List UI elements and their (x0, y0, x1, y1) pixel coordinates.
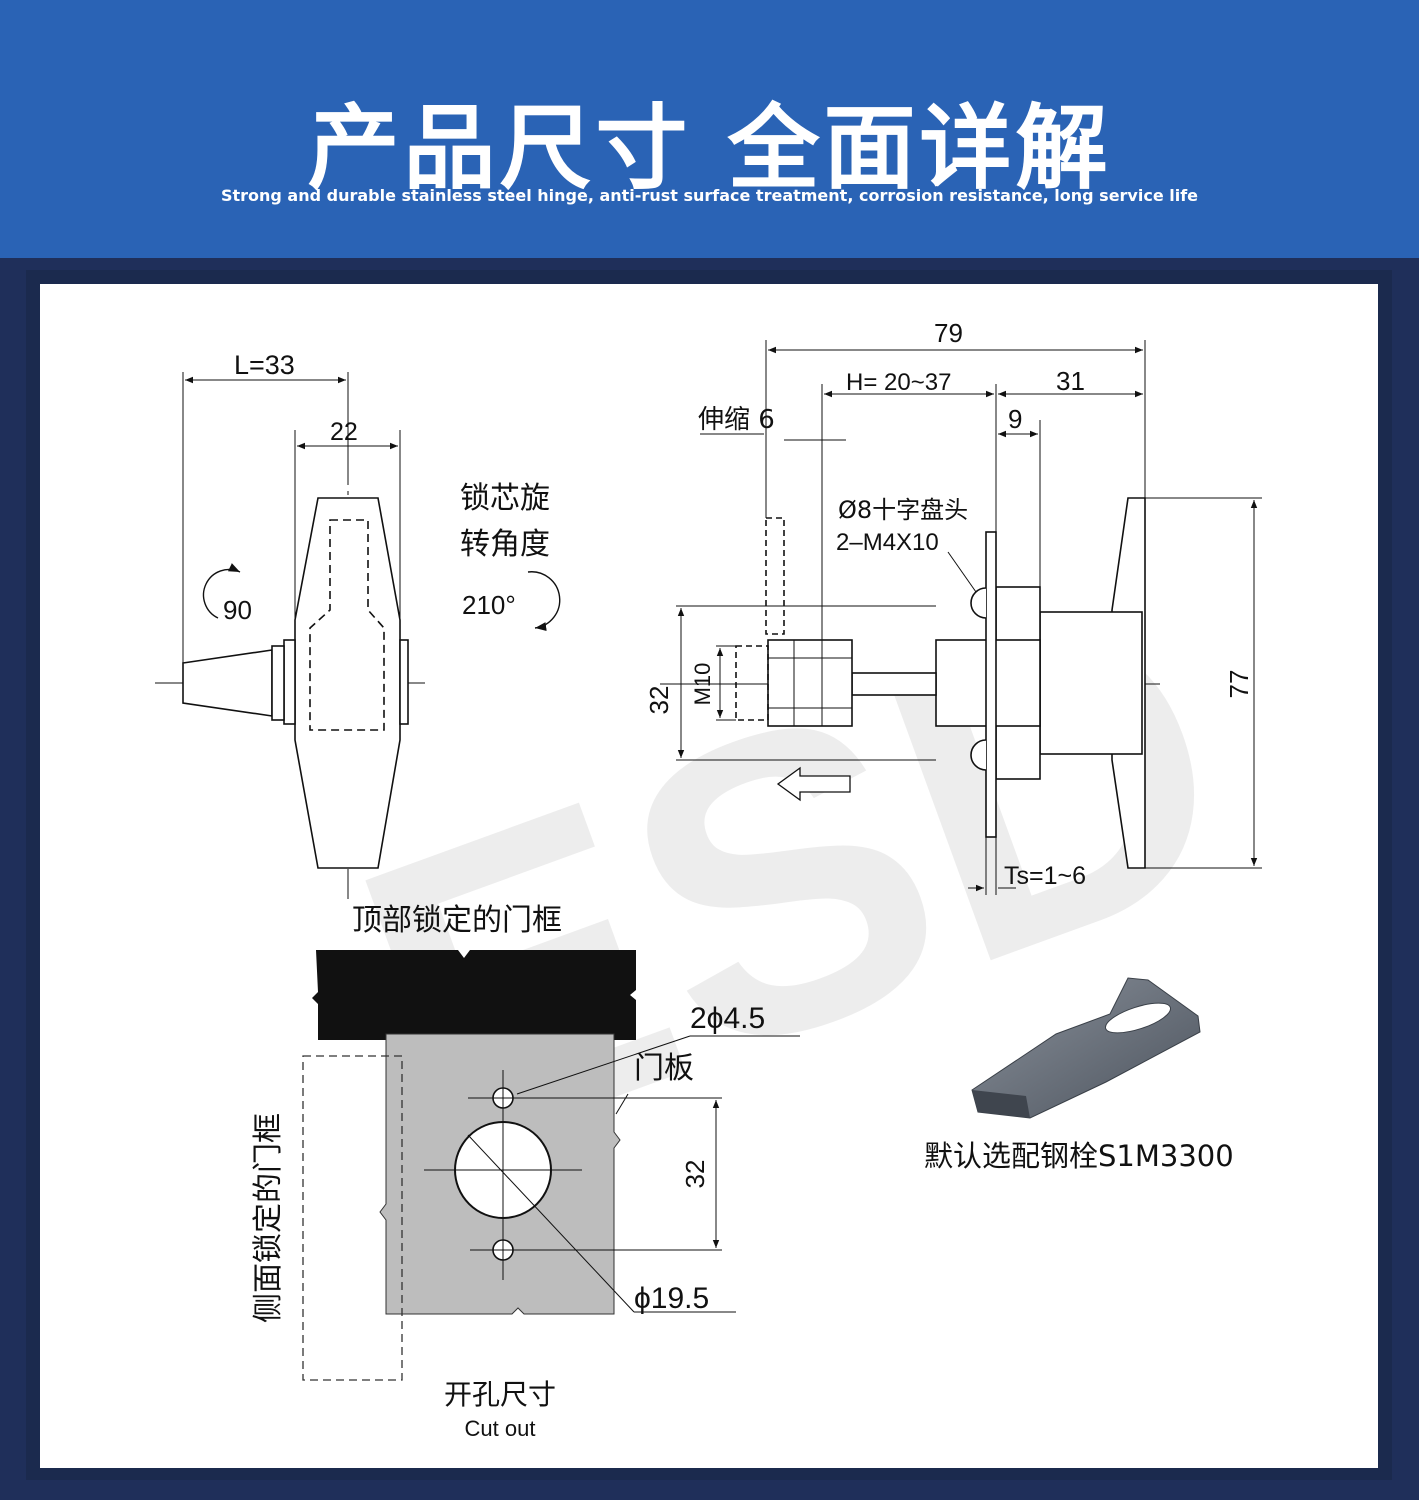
rotation-note-line1: 锁芯旋 (460, 481, 550, 516)
rotation-210-arrow (527, 571, 561, 632)
dim-32-cutout-label: 32 (680, 1160, 710, 1189)
dim-32-side-label: 32 (644, 686, 674, 715)
front-view (155, 372, 425, 900)
dim-77-label: 77 (1224, 670, 1254, 699)
dim-width-label: 22 (330, 418, 358, 446)
diameter-label: ϕ19.5 (634, 1282, 709, 1315)
dim-length-label: L=33 (234, 350, 295, 380)
steel-latch-illustration (971, 977, 1201, 1119)
dimension-diagram: ESD (155, 318, 1280, 1441)
thickness-label: Ts=1~6 (1004, 862, 1086, 890)
header-banner: 产品尺寸 全面详解 Strong and durable stainless s… (0, 0, 1419, 258)
rotation-210-label: 210° (462, 590, 516, 620)
cutout-title-en: Cut out (465, 1416, 536, 1441)
dim-31-label: 31 (1056, 366, 1085, 396)
thread-label: M10 (690, 663, 715, 706)
accessory-label: 默认选配钢栓S1M3300 (924, 1139, 1234, 1173)
side-view (660, 340, 1262, 895)
top-door-frame (312, 950, 636, 1040)
screw-spec-line1: Ø8十字盘头 (838, 496, 968, 524)
screw-spec-line2: 2–M4X10 (836, 529, 939, 556)
side-door-frame (302, 1055, 403, 1381)
rotation-note-line2: 转角度 (460, 527, 550, 562)
dim-h-label: H= 20~37 (846, 369, 951, 396)
cutout-view (302, 950, 800, 1381)
top-frame-label: 顶部锁定的门框 (352, 903, 562, 938)
hole-spec-label: 2ϕ4.5 (690, 1002, 765, 1035)
door-panel-label: 门板 (634, 1051, 694, 1086)
technical-drawing: ESD (40, 284, 1378, 1468)
dim-79-label: 79 (934, 318, 963, 348)
cutout-title-cn: 开孔尺寸 (444, 1378, 556, 1411)
stretch-label: 伸缩 6 (698, 405, 775, 435)
t-handle-body (294, 497, 401, 869)
dim-9-label: 9 (1008, 404, 1022, 434)
page-subtitle: Strong and durable stainless steel hinge… (220, 186, 1199, 205)
side-frame-label: 侧面锁定的门框 (251, 1113, 286, 1323)
rotation-90-label: 90 (223, 595, 252, 625)
page-title: 产品尺寸 全面详解 (307, 95, 1112, 202)
